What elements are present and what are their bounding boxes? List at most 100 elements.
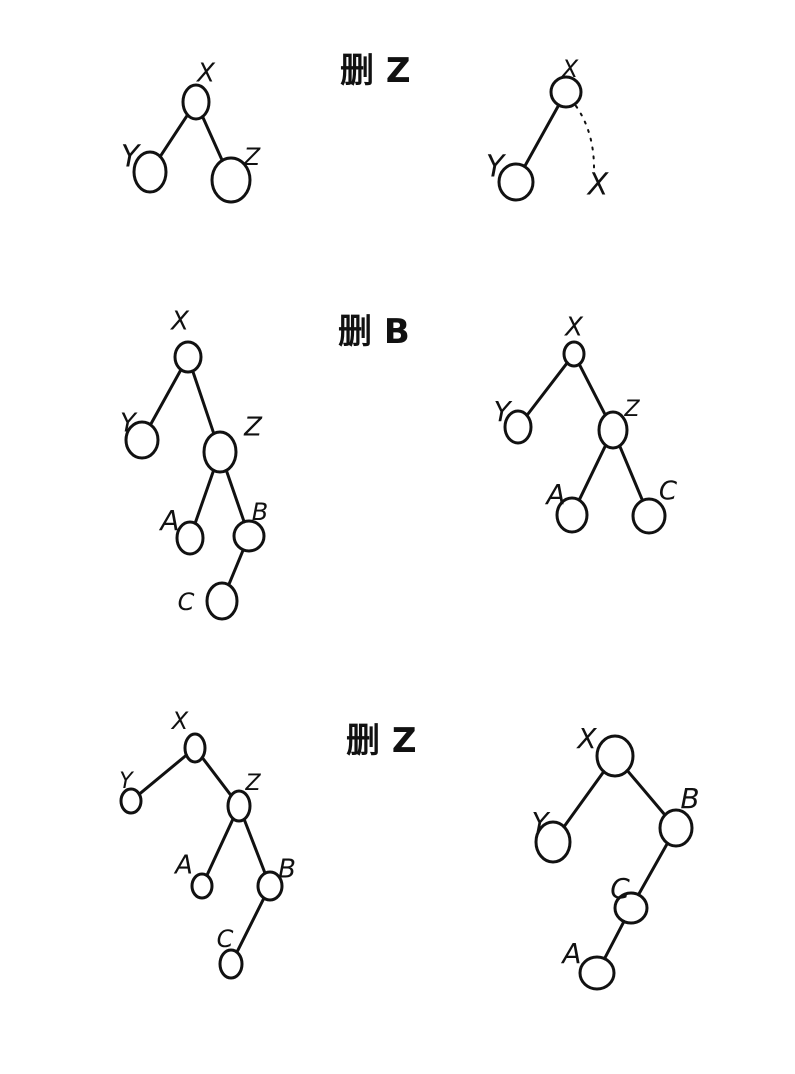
node-label: X [195, 59, 216, 89]
edge-x-y [137, 753, 188, 796]
node-label: X [575, 722, 597, 755]
node-a: A [544, 478, 589, 534]
node-label: B [252, 498, 268, 526]
diagram-2: 删 B X Y Z A B C X Y Z A C [120, 307, 678, 621]
node-label: A [544, 478, 565, 511]
node-circle [226, 789, 252, 823]
edge-x-b [625, 769, 667, 817]
node-circle [597, 410, 629, 450]
node-label: Y [486, 150, 507, 185]
node-circle [232, 519, 266, 553]
node-x: X [549, 55, 583, 109]
node-z: Z [210, 143, 261, 204]
node-label: Y [493, 395, 512, 428]
node-label: C [659, 477, 678, 507]
node-a: A [158, 504, 205, 556]
node-y: Y [493, 395, 533, 445]
node-label: X [563, 313, 584, 343]
operation-title: 删 Z [340, 51, 411, 91]
node-y: Y [120, 409, 160, 460]
node-circle [202, 430, 238, 474]
node-circle [613, 891, 649, 925]
node-label: Z [243, 413, 263, 443]
node-circle [562, 340, 586, 368]
node-label: X [560, 55, 579, 83]
node-c: C [610, 872, 649, 925]
node-x: X [169, 307, 203, 374]
diagram-1: 删 Z X Y Z X Y X [121, 51, 610, 204]
node-y: Y [531, 806, 572, 864]
tree-before: X Y Z A B C [120, 307, 268, 621]
node-a: A [560, 937, 616, 991]
node-a: A [173, 851, 214, 900]
edge-b-c [235, 896, 266, 954]
node-z: Z [202, 413, 263, 474]
node-b: B [658, 782, 700, 848]
edge-x-z [201, 115, 224, 162]
node-label: Y [121, 140, 142, 175]
node-b: B [256, 855, 296, 902]
node-circle [555, 496, 589, 534]
node-label: A [173, 851, 193, 881]
node-circle [595, 734, 635, 778]
edge-x-z [200, 756, 233, 798]
node-b: B [232, 498, 268, 553]
node-circle [124, 420, 160, 460]
edge-x-y [523, 103, 561, 168]
edge-b-c [636, 841, 669, 897]
node-circle [658, 808, 694, 848]
node-label: A [158, 504, 179, 537]
edge-x-y [562, 770, 606, 829]
edge-x-z [191, 369, 216, 436]
node-circle [218, 948, 244, 980]
node-y: Y [119, 769, 143, 815]
edge-x-y [158, 113, 190, 159]
tree-after: X Y X [486, 55, 610, 203]
node-label: X [170, 707, 189, 735]
edge-x-z [577, 362, 607, 417]
node-circle [578, 955, 616, 991]
edge-x-y [148, 368, 183, 427]
node-circle [181, 83, 211, 121]
edge-z-b [224, 468, 246, 524]
node-circle [256, 870, 284, 902]
tree-after: X Y Z A C [493, 313, 678, 535]
node-circle [132, 150, 168, 194]
tree-before: X Y Z A B C [119, 707, 296, 980]
node-c: C [631, 477, 678, 535]
node-circle [173, 340, 203, 374]
node-c: C [178, 581, 239, 621]
node-label: Z [623, 397, 640, 422]
removed-node-marker: X [586, 168, 610, 203]
node-z: Z [226, 771, 261, 823]
node-label: C [217, 925, 234, 953]
operation-title: 删 B [338, 312, 410, 352]
edge-z-a [205, 817, 235, 878]
node-x: X [181, 59, 216, 121]
operation-title: 删 Z [346, 721, 417, 761]
node-circle [210, 156, 252, 204]
node-label: Y [531, 806, 550, 839]
node-label: X [169, 307, 190, 337]
edge-z-c [618, 444, 644, 502]
node-label: C [610, 872, 630, 905]
tree-before: X Y Z [121, 59, 261, 204]
node-circle [503, 409, 533, 445]
node-circle [549, 75, 583, 109]
edge-b-c [227, 548, 245, 587]
node-label: C [178, 588, 195, 616]
edge-z-b [242, 817, 267, 875]
edge-z-a [577, 443, 608, 502]
node-y: Y [121, 140, 168, 194]
node-circle [183, 732, 207, 764]
node-x: X [575, 722, 635, 778]
node-circle [119, 787, 143, 815]
node-c: C [217, 925, 244, 980]
node-label: Y [120, 409, 138, 439]
node-circle [190, 872, 214, 900]
node-label: B [278, 855, 296, 885]
node-x: X [562, 313, 586, 368]
node-x: X [170, 707, 207, 764]
